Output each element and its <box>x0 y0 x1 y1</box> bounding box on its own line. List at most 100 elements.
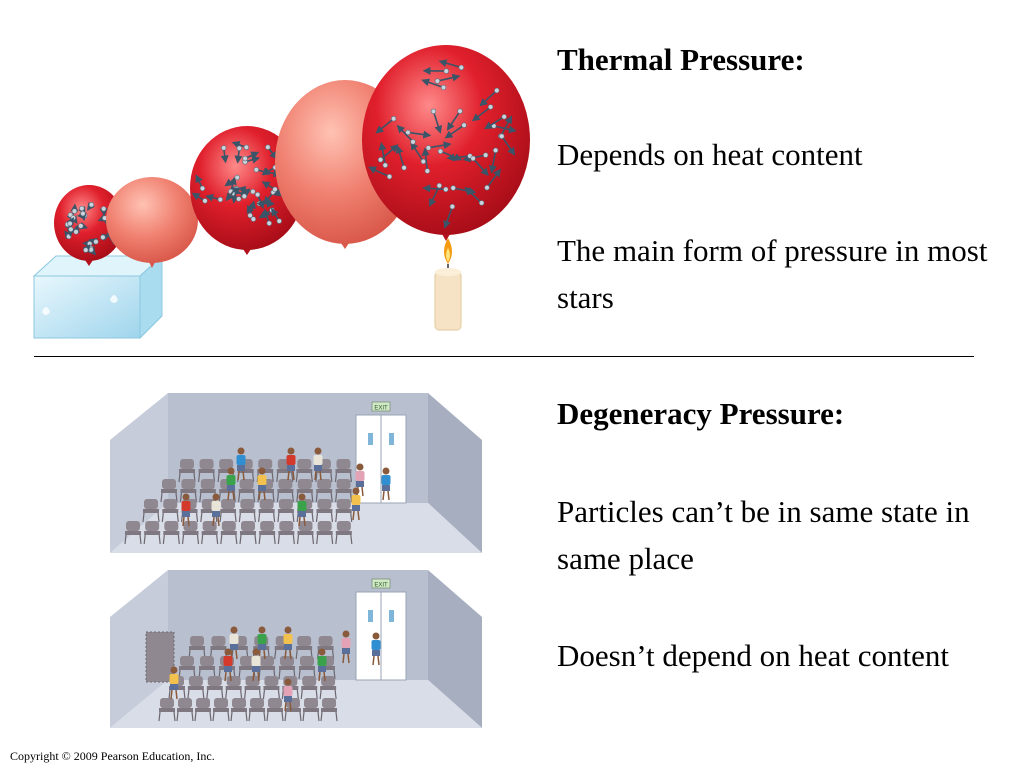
student <box>284 626 292 634</box>
degeneracy-pressure-heading: Degeneracy Pressure: <box>557 396 845 431</box>
particle <box>199 185 206 192</box>
student <box>258 467 266 475</box>
chair <box>280 656 294 666</box>
particle <box>265 144 271 150</box>
particle <box>430 108 437 115</box>
particle <box>234 174 240 181</box>
student <box>252 648 260 656</box>
student <box>372 632 380 640</box>
student <box>314 447 322 455</box>
thermal-depends-text: Depends on heat content <box>557 137 863 172</box>
particle <box>437 148 444 154</box>
chair <box>239 479 254 489</box>
chair <box>199 459 214 469</box>
chair <box>240 656 254 666</box>
student <box>182 493 190 501</box>
particle <box>88 247 94 253</box>
particle <box>241 193 248 199</box>
student <box>318 648 326 656</box>
particle <box>425 145 432 151</box>
particle <box>250 216 257 222</box>
balloon-salmon-1 <box>106 177 198 268</box>
chair <box>183 521 198 531</box>
student <box>258 626 266 634</box>
chair <box>196 698 210 708</box>
particle <box>461 122 467 128</box>
chair <box>260 656 274 666</box>
particle <box>382 162 388 168</box>
chair <box>200 479 215 489</box>
chair <box>190 636 204 646</box>
particle <box>68 226 74 232</box>
chair <box>181 479 196 489</box>
chair <box>300 656 314 666</box>
particle <box>266 220 272 226</box>
student <box>298 493 306 501</box>
chair <box>180 656 194 666</box>
student <box>230 626 238 634</box>
particle <box>242 155 248 162</box>
chair <box>162 479 176 489</box>
chair <box>188 676 203 686</box>
particle <box>79 205 85 212</box>
molecule-particles <box>191 141 291 226</box>
particle <box>458 64 464 71</box>
chair <box>297 479 312 489</box>
student <box>284 678 292 686</box>
balloon-large-hot <box>362 45 530 241</box>
chair <box>145 521 160 531</box>
student <box>170 666 178 674</box>
chair <box>241 521 255 531</box>
chair <box>144 499 158 509</box>
particle <box>470 155 476 162</box>
degeneracy-heat-text: Doesn’t depend on heat content <box>557 638 949 673</box>
chair <box>240 499 255 509</box>
particle <box>434 78 441 84</box>
chair <box>232 698 246 708</box>
particle <box>457 108 463 114</box>
chair <box>264 676 279 686</box>
svg-text:EXIT: EXIT <box>374 406 388 412</box>
particle <box>449 203 456 210</box>
particle <box>67 220 73 227</box>
particle <box>436 182 443 189</box>
degeneracy-particles-text: Particles can’t be in same state in same… <box>557 494 970 576</box>
particle <box>501 114 507 120</box>
particle <box>73 229 79 235</box>
particle <box>482 152 489 158</box>
chair <box>211 636 226 646</box>
chair <box>336 459 351 469</box>
svg-text:EXIT: EXIT <box>374 583 388 589</box>
particle <box>450 185 456 191</box>
chair <box>219 459 234 469</box>
particle <box>424 168 431 174</box>
student <box>356 463 364 471</box>
particle <box>405 129 411 136</box>
particle <box>478 200 485 206</box>
chair <box>250 698 264 708</box>
chair <box>221 521 236 531</box>
particle <box>254 191 261 198</box>
particle <box>71 208 78 214</box>
student <box>237 447 245 455</box>
particle <box>236 145 242 151</box>
particle <box>377 157 384 163</box>
particle <box>83 247 89 253</box>
particle <box>87 241 93 247</box>
particle <box>484 184 490 191</box>
particle <box>443 186 449 193</box>
particle <box>487 104 494 110</box>
student <box>287 447 295 455</box>
particle <box>253 167 260 173</box>
chair <box>317 499 332 509</box>
exit-sign-icon: EXIT <box>371 401 391 412</box>
particle <box>243 144 250 151</box>
chair <box>336 521 351 531</box>
chair <box>226 676 241 686</box>
chair <box>245 676 260 686</box>
particle <box>100 206 107 212</box>
thermal-pressure-heading: Thermal Pressure: <box>557 42 805 77</box>
balloon-small-cold <box>54 185 124 266</box>
ice-cube-icon <box>32 254 164 340</box>
